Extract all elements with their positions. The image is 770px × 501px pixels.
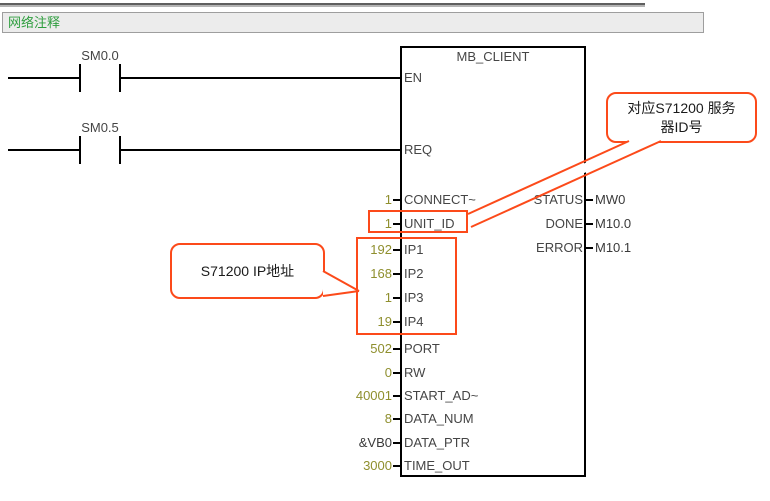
- callout-text: S71200 IP地址: [200, 262, 295, 279]
- pin-name-req: REQ: [404, 142, 433, 157]
- pin-value-done[interactable]: M10.0: [595, 216, 632, 231]
- pin-name-error: ERROR: [536, 240, 583, 255]
- network-separator-line-shadow: [0, 5, 645, 7]
- ip-callout-bubble: S71200 IP地址: [170, 243, 325, 299]
- unit-id-callout-bubble: 对应S71200 服务 器ID号: [606, 92, 757, 143]
- pin-tick: [393, 395, 400, 397]
- callout-text-line2: 器ID号: [660, 118, 703, 135]
- pin-name-ip2: IP2: [404, 266, 424, 281]
- pin-name-rw: RW: [404, 365, 426, 380]
- pin-value-error[interactable]: M10.1: [595, 240, 632, 255]
- contact2-bar-left[interactable]: [79, 136, 81, 164]
- ip-address-highlight-box: [356, 237, 457, 335]
- pin-name-data-num: DATA_NUM: [404, 411, 474, 426]
- pin-name-en: EN: [404, 70, 423, 85]
- pin-tick: [393, 223, 400, 225]
- mb-client-block[interactable]: [400, 46, 586, 477]
- pin-name-unit-id: UNIT_ID: [404, 216, 455, 231]
- pin-value-status[interactable]: MW0: [595, 192, 626, 207]
- pin-value-ip1[interactable]: 192: [370, 242, 392, 257]
- rung1-wire-right: [121, 77, 402, 79]
- contact-operand-sm0.5[interactable]: SM0.5: [81, 120, 119, 135]
- pin-name-done: DONE: [545, 216, 583, 231]
- pin-name-ip3: IP3: [404, 290, 424, 305]
- pin-name-start-ad: START_AD~: [404, 388, 479, 403]
- callout-text-line1: 对应S71200 服务: [627, 99, 736, 116]
- unit-id-highlight-box: [368, 210, 468, 233]
- pin-tick: [393, 297, 400, 299]
- pin-tick: [393, 199, 400, 201]
- pin-value-rw[interactable]: 0: [384, 365, 392, 380]
- pin-value-connect[interactable]: 1: [384, 192, 392, 207]
- rung2-wire-left: [8, 149, 79, 151]
- pin-value-data-ptr[interactable]: &VB0: [358, 435, 392, 450]
- block-title: MB_CLIENT: [456, 49, 530, 64]
- pin-value-unit-id[interactable]: 1: [384, 216, 392, 231]
- pin-tick: [586, 199, 593, 201]
- pin-name-status: STATUS: [533, 192, 583, 207]
- pin-value-ip2[interactable]: 168: [370, 266, 392, 281]
- pin-tick: [393, 273, 400, 275]
- network-comment-bar[interactable]: 网络注释: [2, 12, 704, 33]
- pin-name-connect: CONNECT~: [404, 192, 476, 207]
- pin-value-data-num[interactable]: 8: [384, 411, 392, 426]
- contact-operand-sm0.0[interactable]: SM0.0: [81, 48, 119, 63]
- pin-value-ip3[interactable]: 1: [384, 290, 392, 305]
- pin-name-ip1: IP1: [404, 242, 424, 257]
- contact1-bar-left[interactable]: [79, 64, 81, 92]
- pin-name-ip4: IP4: [404, 314, 424, 329]
- pin-value-port[interactable]: 502: [370, 341, 392, 356]
- pin-value-ip4[interactable]: 19: [377, 314, 392, 329]
- pin-tick: [393, 348, 400, 350]
- pin-value-time-out[interactable]: 3000: [363, 458, 392, 473]
- pin-tick: [393, 321, 400, 323]
- rung2-wire-right: [121, 149, 402, 151]
- pin-tick: [586, 223, 593, 225]
- network-separator-line: [0, 3, 645, 5]
- pin-name-port: PORT: [404, 341, 440, 356]
- pin-name-data-ptr: DATA_PTR: [404, 435, 470, 450]
- pin-tick: [586, 247, 593, 249]
- pin-tick: [393, 465, 400, 467]
- pin-tick: [393, 372, 400, 374]
- pin-value-start-ad[interactable]: 40001: [355, 388, 392, 403]
- contact1-bar-right[interactable]: [119, 64, 121, 92]
- pin-tick: [393, 442, 400, 444]
- contact2-bar-right[interactable]: [119, 136, 121, 164]
- pin-tick: [393, 249, 400, 251]
- pin-name-time-out: TIME_OUT: [404, 458, 470, 473]
- pin-tick: [393, 418, 400, 420]
- rung1-wire-left: [8, 77, 79, 79]
